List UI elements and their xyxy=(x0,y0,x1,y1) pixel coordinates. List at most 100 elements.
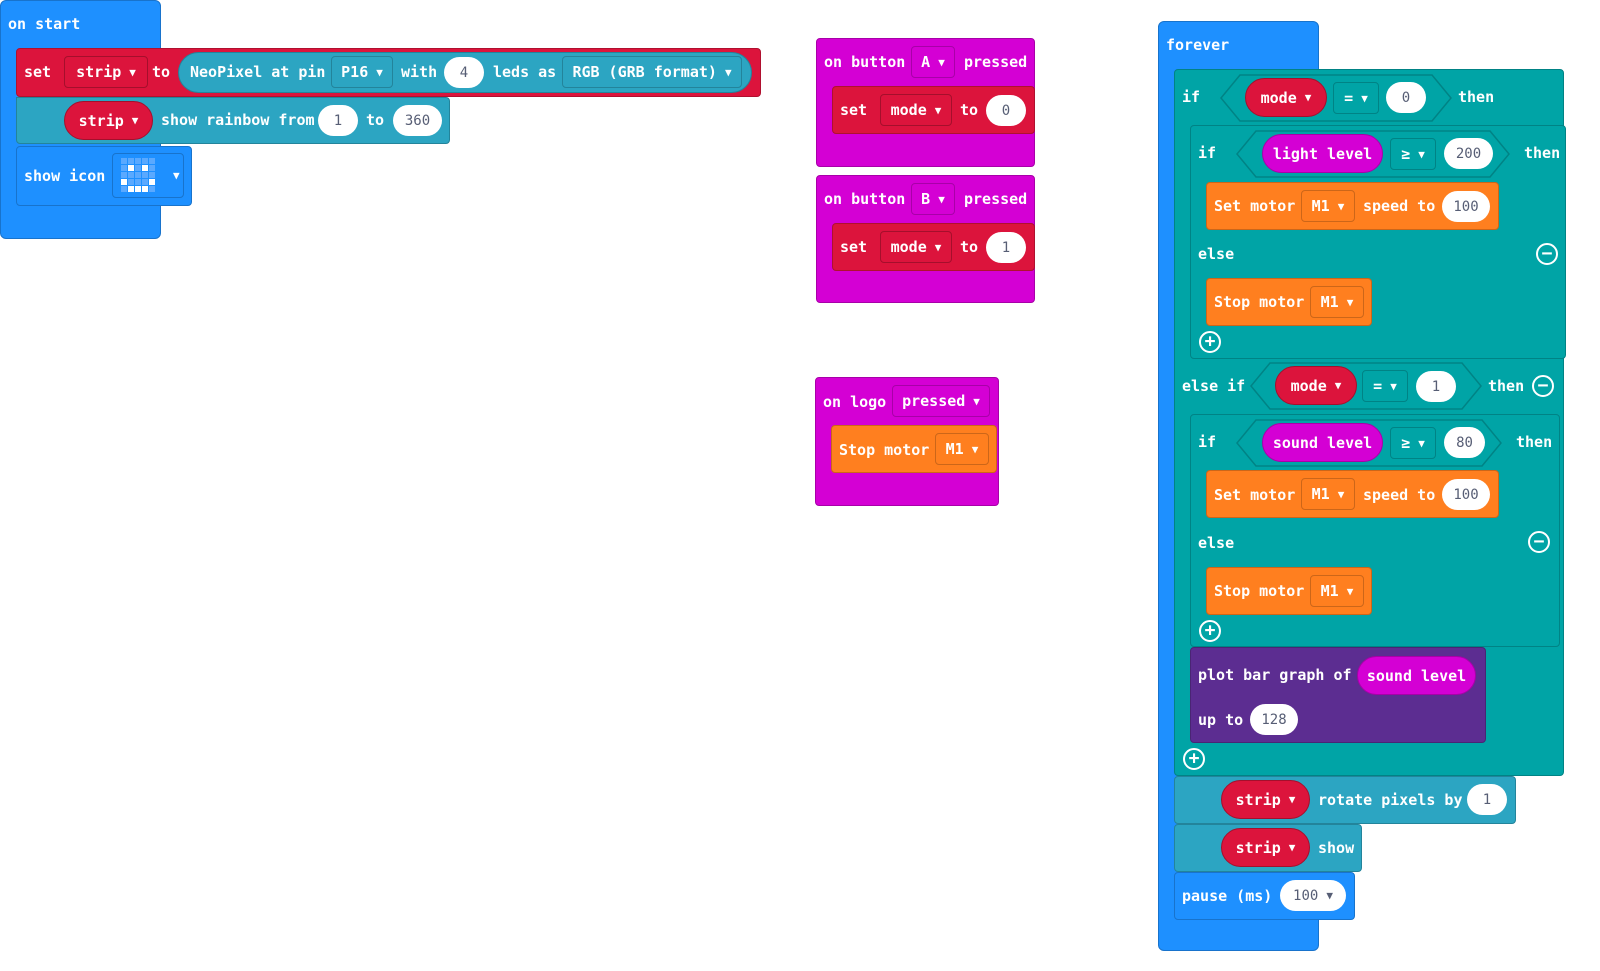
then-label: then xyxy=(1516,433,1553,451)
button-a-dropdown[interactable]: A▼ xyxy=(911,46,955,78)
strip-variable-dropdown[interactable]: strip ▼ xyxy=(64,56,148,88)
operator-value: = xyxy=(1344,89,1354,107)
mode-variable-dropdown[interactable]: mode▼ xyxy=(880,94,952,126)
pressed-label: pressed xyxy=(964,190,1028,208)
led-count-input[interactable]: 4 xyxy=(444,57,484,88)
button-b-value: B xyxy=(921,190,931,208)
motor-dropdown[interactable]: M1▼ xyxy=(935,433,989,465)
gte-operator-dropdown[interactable]: ≥▼ xyxy=(1390,427,1436,459)
rotate-strip-dropdown[interactable]: strip ▼ xyxy=(1221,780,1310,819)
rainbow-strip-dropdown[interactable]: strip ▼ xyxy=(64,101,153,140)
forever-label: forever xyxy=(1166,36,1230,54)
logo-event-value: pressed xyxy=(902,392,966,410)
pause-duration-dropdown[interactable]: 100▼ xyxy=(1280,880,1346,911)
stop-motor-label: Stop motor xyxy=(1214,582,1305,600)
mode-variable-dropdown[interactable]: mode▼ xyxy=(880,231,952,263)
chevron-down-icon: ▼ xyxy=(938,55,945,69)
neopixel-label: NeoPixel at pin xyxy=(190,63,326,81)
strip-var-label: strip xyxy=(76,63,122,81)
remove-else-icon[interactable]: − xyxy=(1536,243,1558,265)
motor-value: M1 xyxy=(1320,582,1339,600)
pause-label: pause (ms) xyxy=(1182,887,1273,905)
set-label: set xyxy=(840,101,868,119)
motor-dropdown[interactable]: M1▼ xyxy=(1301,478,1355,510)
format-dropdown[interactable]: RGB (GRB format) ▼ xyxy=(562,56,742,88)
mode-var-label: mode xyxy=(890,101,927,119)
operator-value: ≥ xyxy=(1401,145,1411,163)
mode-value-input[interactable]: 1 xyxy=(986,232,1026,263)
motor-value: M1 xyxy=(1311,485,1330,503)
compare-value-input[interactable]: 1 xyxy=(1416,371,1456,402)
set-motor-label: Set motor xyxy=(1214,197,1296,215)
equals-operator-dropdown[interactable]: =▼ xyxy=(1362,370,1408,402)
rainbow-to-label: to xyxy=(366,111,385,129)
mode-var-label: mode xyxy=(1290,376,1327,395)
remove-else-if-icon[interactable]: − xyxy=(1532,375,1554,397)
button-a-value: A xyxy=(921,53,931,71)
if-label: if xyxy=(1198,144,1217,162)
chevron-down-icon: ▼ xyxy=(1288,793,1296,806)
chevron-down-icon: ▼ xyxy=(1390,379,1397,393)
chevron-down-icon: ▼ xyxy=(1334,379,1342,392)
else-if-label: else if xyxy=(1182,377,1246,395)
motor-value: M1 xyxy=(1320,293,1339,311)
icon-picker-dropdown[interactable]: ▼ xyxy=(112,153,184,198)
chevron-down-icon: ▼ xyxy=(1418,147,1425,161)
light-level-reporter[interactable]: light level xyxy=(1262,134,1383,173)
remove-else-icon[interactable]: − xyxy=(1528,531,1550,553)
sound-level-reporter[interactable]: sound level xyxy=(1357,656,1476,695)
with-label: with xyxy=(401,63,438,81)
motor-dropdown[interactable]: M1▼ xyxy=(1301,190,1355,222)
add-else-if-icon[interactable]: + xyxy=(1183,748,1205,770)
set-label: set xyxy=(840,238,868,256)
format-value: RGB (GRB format) xyxy=(572,63,717,81)
chevron-down-icon: ▼ xyxy=(129,65,136,79)
chevron-down-icon: ▼ xyxy=(1346,295,1354,309)
up-to-input[interactable]: 128 xyxy=(1250,704,1298,735)
set-label: set xyxy=(24,63,52,81)
rotate-by-input[interactable]: 1 xyxy=(1467,784,1507,815)
sound-level-reporter[interactable]: sound level xyxy=(1262,423,1383,462)
chevron-down-icon: ▼ xyxy=(724,65,732,79)
strip-var-label: strip xyxy=(1235,838,1281,857)
equals-operator-dropdown[interactable]: =▼ xyxy=(1333,82,1379,114)
mode-variable-reporter[interactable]: mode▼ xyxy=(1245,78,1327,117)
rainbow-from-input[interactable]: 1 xyxy=(318,105,358,136)
leds-as-label: leds as xyxy=(493,63,557,81)
speed-input[interactable]: 100 xyxy=(1442,479,1490,510)
threshold-input[interactable]: 80 xyxy=(1444,427,1485,458)
mode-var-label: mode xyxy=(1260,88,1297,107)
add-else-icon[interactable]: + xyxy=(1199,620,1221,642)
speed-input[interactable]: 100 xyxy=(1442,191,1490,222)
to-label: to xyxy=(960,101,979,119)
gte-operator-dropdown[interactable]: ≥▼ xyxy=(1390,138,1436,170)
mode-variable-reporter[interactable]: mode ▼ xyxy=(1275,366,1357,405)
operator-value: ≥ xyxy=(1401,434,1411,452)
else-label: else xyxy=(1198,245,1235,263)
mode-var-label: mode xyxy=(890,238,927,256)
chevron-down-icon: ▼ xyxy=(1337,199,1345,213)
speed-to-label: speed to xyxy=(1363,197,1436,215)
pin-dropdown[interactable]: P16▼ xyxy=(331,56,393,88)
motor-dropdown[interactable]: M1 ▼ xyxy=(1310,575,1364,607)
chevron-down-icon: ▼ xyxy=(973,394,980,408)
threshold-input[interactable]: 200 xyxy=(1444,138,1493,169)
chevron-down-icon: ▼ xyxy=(131,114,139,127)
compare-value-input[interactable]: 0 xyxy=(1386,82,1426,113)
mode-value-input[interactable]: 0 xyxy=(986,95,1026,126)
on-button-label: on button xyxy=(824,190,906,208)
add-else-icon[interactable]: + xyxy=(1199,331,1221,353)
motor-dropdown[interactable]: M1 ▼ xyxy=(1310,286,1364,318)
pressed-label: pressed xyxy=(964,53,1028,71)
show-strip-dropdown[interactable]: strip▼ xyxy=(1221,828,1310,867)
chevron-down-icon: ▼ xyxy=(938,192,945,206)
plot-bar-graph-label: plot bar graph of xyxy=(1198,666,1352,684)
logo-event-dropdown[interactable]: pressed ▼ xyxy=(892,385,990,417)
chevron-down-icon: ▼ xyxy=(1346,584,1354,598)
rainbow-var-label: strip xyxy=(78,111,124,130)
strip-var-label: strip xyxy=(1235,790,1281,809)
rainbow-to-input[interactable]: 360 xyxy=(393,105,442,136)
smiley-led-icon xyxy=(121,158,155,192)
on-logo-label: on logo xyxy=(823,393,887,411)
button-b-dropdown[interactable]: B▼ xyxy=(911,183,955,215)
